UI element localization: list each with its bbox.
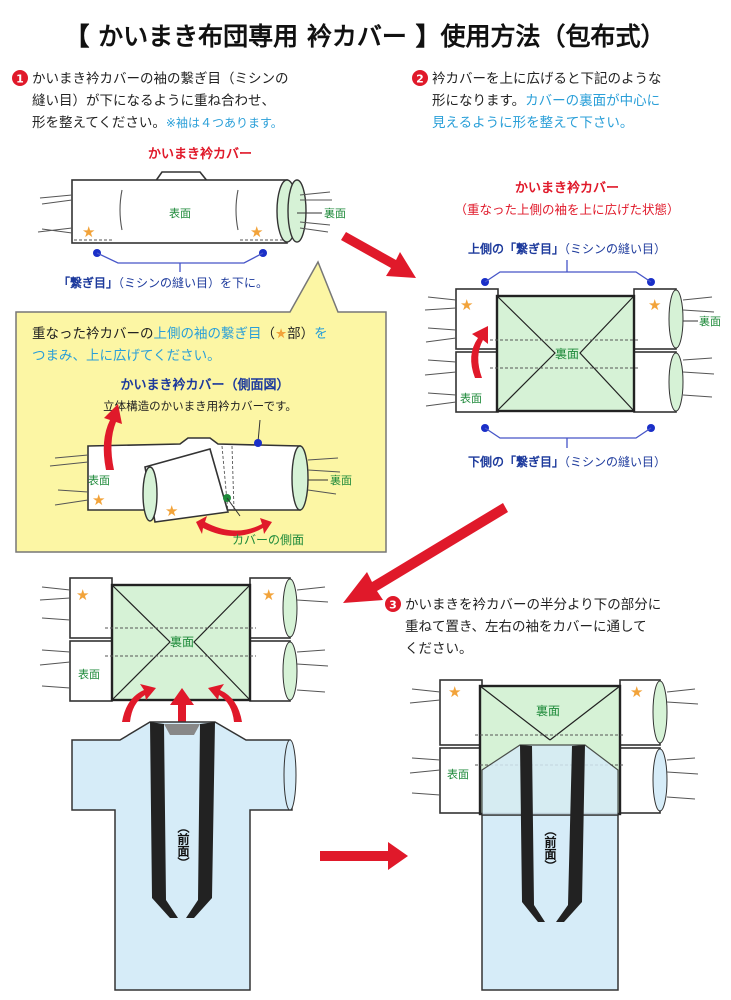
step-number-badge <box>12 70 28 86</box>
page-title: 【 かいまき布団専用 衿カバー 】使用方法（包布式） <box>64 22 665 51</box>
bottom-seam-label: 下側の「繋ぎ目」（ミシンの縫い目） <box>468 454 666 469</box>
step-number: 1 <box>16 73 24 86</box>
svg-text:★: ★ <box>262 586 275 604</box>
svg-text:★: ★ <box>448 683 461 701</box>
step-1: 1 かいまき衿カバーの袖の繋ぎ目（ミシンの 縫い目）が下になるように重ね合わせ、… <box>12 70 289 131</box>
arrow-icon <box>103 404 122 470</box>
figure-3-cover-laid-out: 裏面 表面 ★ ★ <box>39 577 329 740</box>
step-text: かいまき衿カバーの袖の繋ぎ目（ミシンの <box>32 71 289 87</box>
svg-text:★: ★ <box>76 586 89 604</box>
label-back: 裏面 <box>330 473 352 487</box>
svg-text:★: ★ <box>82 223 95 241</box>
arrow-icon <box>320 842 408 870</box>
callout-subtitle: かいまき衿カバー（側面図） <box>120 377 289 393</box>
label-front: 表面 <box>460 391 482 405</box>
label-center: 裏面 <box>170 634 194 649</box>
label-front: 表面 <box>447 767 469 781</box>
step-number-badge <box>385 596 401 612</box>
kimono-front-left: （前面） <box>71 721 297 991</box>
figure-title: かいまき衿カバー <box>515 180 619 196</box>
svg-text:★: ★ <box>250 223 263 241</box>
figure-1-collar-cover: かいまき衿カバー ★ ★ 表面 裏面 「繋ぎ目」（ミシンの縫い目）を下に。 <box>37 146 346 290</box>
step-text: 形を整えてください。※袖は４つあります。 <box>32 115 283 131</box>
arrow-icon <box>341 232 416 278</box>
kimono-label: （前面） <box>176 821 190 869</box>
step-text: かいまきを衿カバーの半分より下の部分に <box>405 597 661 613</box>
svg-text:★: ★ <box>165 502 178 520</box>
figure-4-kimono-in-cover: 裏面 表面 ★ ★ （前面） <box>409 679 699 991</box>
callout-desc: 立体構造のかいまき用衿カバーです。 <box>103 399 297 413</box>
svg-text:★: ★ <box>92 491 105 509</box>
svg-text:★: ★ <box>630 683 643 701</box>
figure-title: かいまき衿カバー <box>148 146 252 162</box>
seam-label: 「繋ぎ目」（ミシンの縫い目）を下に。 <box>58 275 268 290</box>
step-text: 形になります。カバーの裏面が中心に <box>432 93 660 109</box>
figure-2-spread-cover: かいまき衿カバー （重なった上側の袖を上に広げた状態） 上側の「繋ぎ目」（ミシン… <box>424 180 721 469</box>
step-text: 衿カバーを上に広げると下記のような <box>432 70 662 87</box>
arrow-icon <box>343 503 508 603</box>
svg-text:★: ★ <box>460 296 473 314</box>
label-front: 表面 <box>169 206 191 220</box>
step-number: 3 <box>389 599 397 612</box>
step-3: 3 かいまきを衿カバーの半分より下の部分に 重ねて置き、左右の袖をカバーに通して… <box>385 596 661 657</box>
label-center: 裏面 <box>536 703 560 718</box>
callout-box: 重なった衿カバーの上側の袖の繋ぎ目（★部）を つまみ、上に広げてください。 かい… <box>15 260 387 553</box>
top-seam-label: 上側の「繋ぎ目」（ミシンの縫い目） <box>468 241 666 256</box>
step-number-badge <box>412 70 428 86</box>
label-front: 表面 <box>78 667 100 681</box>
label-front: 表面 <box>88 473 110 487</box>
step-2: 2 衿カバーを上に広げると下記のような 形になります。カバーの裏面が中心に 見え… <box>412 70 662 131</box>
step-text: ください。 <box>405 641 473 657</box>
kimono-label: （前面） <box>543 824 557 872</box>
step-number: 2 <box>416 73 424 86</box>
callout-text: つまみ、上に広げてください。 <box>32 348 221 364</box>
step-text: 重ねて置き、左右の袖をカバーに通して <box>405 619 647 635</box>
callout-text: 重なった衿カバーの上側の袖の繋ぎ目（★部）を <box>32 326 328 342</box>
step-text: 見えるように形を整えて下さい。 <box>432 115 633 131</box>
label-back: 裏面 <box>324 206 346 220</box>
figure-subtitle: （重なった上側の袖を上に広げた状態） <box>454 202 679 217</box>
label-back: 裏面 <box>699 314 721 328</box>
svg-text:★: ★ <box>648 296 661 314</box>
label-side: カバーの側面 <box>232 533 304 547</box>
label-center: 裏面 <box>555 346 579 361</box>
step-text: 縫い目）が下になるように重ね合わせ、 <box>32 93 275 109</box>
